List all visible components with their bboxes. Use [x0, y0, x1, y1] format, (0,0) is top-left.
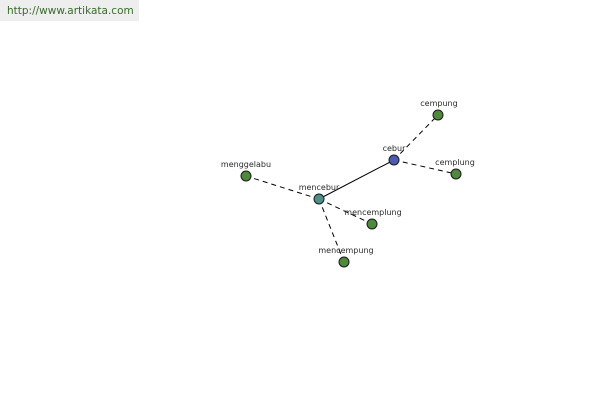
node-cempung[interactable]: cempung	[420, 99, 458, 121]
node-label-mencemplung: mencemplung	[344, 208, 401, 217]
nodes-layer: cebur mencebur cempung cemplung menggelabu me…	[221, 99, 475, 268]
node-marker-menggelabu[interactable]	[240, 170, 252, 182]
node-cebur[interactable]: cebur	[383, 144, 406, 166]
node-cemplung[interactable]: cemplung	[435, 158, 475, 180]
edge-cebur-cempung	[393, 114, 439, 161]
node-marker-mencebur[interactable]	[313, 193, 325, 205]
site-url-link[interactable]: http://www.artikata.com	[7, 5, 134, 17]
node-label-cempung: cempung	[420, 99, 457, 108]
node-marker-cemplung[interactable]	[450, 168, 462, 180]
node-mencempung[interactable]: mencempung	[318, 246, 374, 268]
node-label-mencebur: mencebur	[299, 183, 340, 192]
node-label-mencempung: mencempung	[318, 246, 373, 255]
edge-mencebur-menggelabu	[245, 175, 320, 200]
edges-layer	[245, 114, 457, 263]
node-label-cebur: cebur	[383, 144, 406, 153]
edge-cebur-cemplung	[393, 159, 457, 175]
node-label-cemplung: cemplung	[435, 158, 475, 167]
node-label-menggelabu: menggelabu	[221, 160, 271, 169]
edge-cebur-mencebur	[318, 159, 395, 200]
edge-mencebur-mencemplung	[318, 198, 373, 225]
node-marker-cempung[interactable]	[432, 109, 444, 121]
node-marker-mencempung[interactable]	[338, 256, 350, 268]
edge-mencebur-mencempung	[318, 198, 345, 263]
node-marker-mencemplung[interactable]	[366, 218, 378, 230]
node-mencebur[interactable]: mencebur	[299, 183, 340, 205]
url-banner: http://www.artikata.com	[0, 0, 139, 21]
node-mencemplung[interactable]: mencemplung	[344, 208, 402, 230]
node-menggelabu[interactable]: menggelabu	[221, 160, 271, 182]
node-marker-cebur[interactable]	[388, 154, 400, 166]
